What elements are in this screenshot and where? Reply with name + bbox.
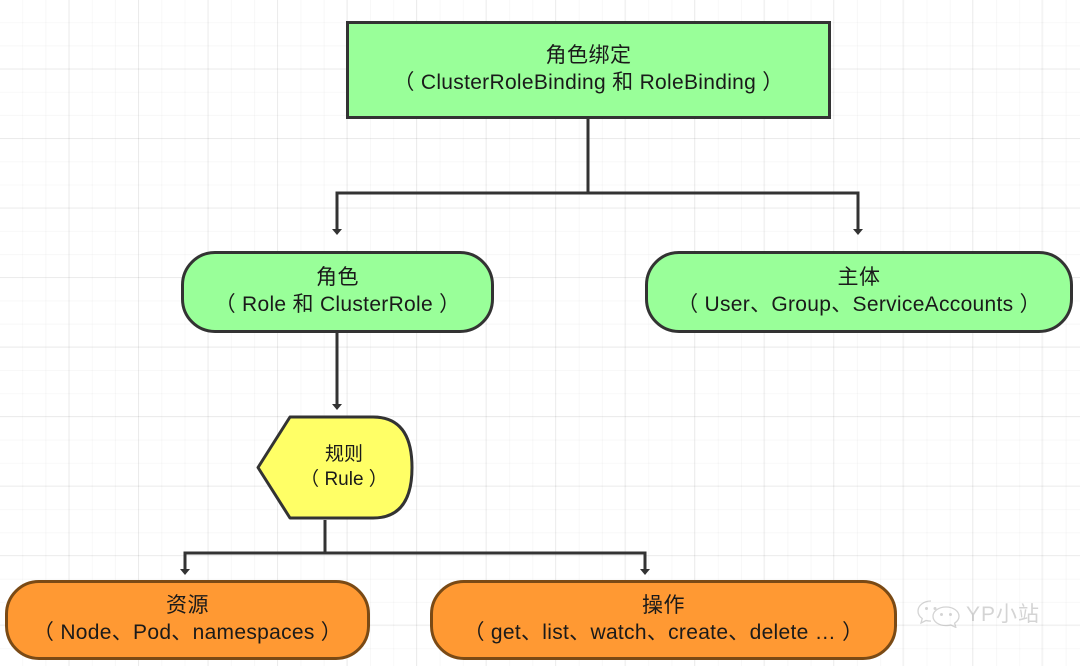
node-subject-line1: 主体 — [837, 266, 881, 290]
watermark: YP小站 — [916, 598, 1040, 628]
node-subject[interactable]: 主体 （ User、Group、ServiceAccounts ） — [645, 251, 1073, 333]
node-verb[interactable]: 操作 （ get、list、watch、create、delete … ） — [430, 580, 897, 660]
node-role-line2: （ Role 和 ClusterRole ） — [214, 293, 461, 316]
node-subject-line2: （ User、Group、ServiceAccounts ） — [677, 293, 1041, 316]
node-role-binding[interactable]: 角色绑定 （ ClusterRoleBinding 和 RoleBinding … — [346, 21, 831, 119]
node-verb-line1: 操作 — [642, 594, 685, 618]
node-role-line1: 角色 — [316, 266, 359, 290]
node-resource[interactable]: 资源 （ Node、Pod、namespaces ） — [5, 580, 370, 660]
node-rule[interactable]: 规则 （ Rule ） — [255, 414, 415, 521]
node-resource-line2: （ Node、Pod、namespaces ） — [32, 621, 343, 644]
edge-rule-to-verb — [325, 551, 650, 575]
edge-rolebinding-to-subject — [588, 191, 863, 235]
rule-polygon-icon — [256, 415, 414, 520]
node-rule-line1: 规则 — [324, 443, 363, 465]
node-verb-line2: （ get、list、watch、create、delete … ） — [463, 621, 864, 644]
watermark-text: YP小站 — [966, 603, 1041, 626]
node-resource-line1: 资源 — [166, 594, 209, 618]
node-rule-line2: （ Rule ） — [300, 468, 388, 490]
edge-rule-to-resource — [180, 520, 327, 575]
node-role-binding-line1: 角色绑定 — [545, 44, 632, 68]
wechat-icon — [917, 600, 960, 628]
edge-rolebinding-to-role — [332, 119, 590, 235]
node-role-binding-line2: （ ClusterRoleBinding 和 RoleBinding ） — [393, 71, 784, 94]
node-role[interactable]: 角色 （ Role 和 ClusterRole ） — [181, 251, 494, 333]
